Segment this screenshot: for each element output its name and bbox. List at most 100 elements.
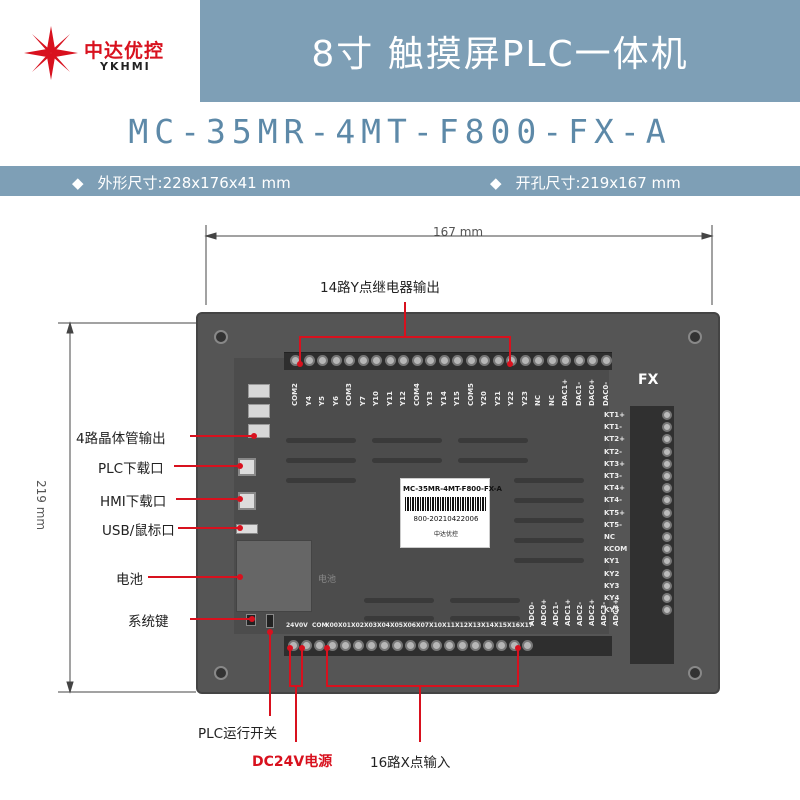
terminal-screw — [470, 640, 481, 651]
device-rear-panel: 电池 MC-35MR-4MT-F800-FX-A 800-20210422006… — [196, 312, 720, 694]
callout-battery: 电池 — [116, 572, 143, 588]
diamond-bullet-icon: ◆ — [72, 174, 84, 192]
terminal-label: Y5 — [318, 396, 326, 406]
terminal-screw — [353, 640, 364, 651]
terminal-screw — [290, 355, 301, 366]
outline-dimension: ◆外形尺寸:228x176x41 mm — [72, 172, 291, 193]
vent-slot — [450, 616, 520, 621]
terminal-label: Y21 — [493, 391, 502, 406]
terminal-label: DAC0- — [601, 381, 610, 406]
plc-download-port[interactable] — [238, 458, 256, 476]
terminal-label: COM2 — [291, 383, 299, 406]
vent-slot — [286, 478, 356, 483]
callout-system-key: 系统键 — [128, 614, 169, 630]
screw-icon — [688, 330, 702, 344]
vent-slot — [514, 558, 584, 563]
terminal-screw — [288, 640, 299, 651]
diamond-bullet-icon: ◆ — [490, 174, 502, 192]
usb-mouse-port[interactable] — [236, 524, 258, 534]
terminal-screw — [662, 605, 672, 616]
terminal-screw — [465, 355, 477, 366]
terminal-screw — [479, 355, 490, 366]
vent-slot — [514, 498, 584, 503]
terminal-screw — [398, 355, 409, 366]
sticker-brand: 中达优控 — [433, 531, 458, 538]
terminal-screw — [662, 580, 672, 591]
terminal-label: ADC2+ — [588, 598, 596, 626]
terminal-label: X12 — [455, 622, 468, 629]
terminal-label: COM5 — [466, 383, 475, 406]
terminal-screw — [662, 446, 672, 457]
model-number: MC-35MR-4MT-F800-FX-A — [128, 112, 672, 151]
terminal-label: X16 — [507, 622, 520, 629]
terminal-label: 0V — [299, 622, 308, 629]
terminal-label: DAC0+ — [588, 378, 596, 406]
vent-slot — [514, 538, 584, 543]
terminal-screw — [662, 422, 672, 433]
terminal-label: X11 — [442, 622, 455, 629]
terminal-label: X01 — [338, 622, 351, 629]
terminal-label: X14 — [481, 622, 494, 629]
terminal-screw — [546, 355, 558, 366]
terminal-screw — [533, 355, 544, 366]
terminal-screw — [405, 640, 416, 651]
terminal-label: X13 — [468, 622, 481, 629]
terminal-screw — [431, 640, 442, 651]
terminal-label: KT2- — [604, 447, 622, 456]
terminal-screw — [662, 458, 672, 469]
terminal-screw — [301, 640, 312, 651]
system-key[interactable] — [246, 614, 256, 626]
terminal-label: COM — [312, 622, 328, 629]
terminal-label: NC — [534, 395, 542, 406]
terminal-screw — [357, 355, 369, 366]
vent-slot — [372, 438, 442, 443]
terminal-label: DAC1+ — [561, 378, 569, 406]
vent-slot — [364, 616, 434, 621]
terminal-screw — [303, 355, 315, 366]
terminal-screw — [662, 507, 672, 518]
vent-slot — [458, 438, 528, 443]
terminal-label: Y15 — [453, 391, 461, 406]
terminal-screw — [662, 556, 672, 567]
terminal-label: ADC1- — [552, 601, 560, 626]
hmi-download-port[interactable] — [238, 492, 256, 510]
terminal-label: COM4 — [412, 383, 421, 406]
callout-relay-output: 14路Y点继电器输出 — [320, 280, 440, 296]
barcode — [405, 497, 487, 511]
terminal-label: Y13 — [426, 391, 434, 406]
terminal-label: KT3- — [604, 472, 622, 480]
terminal-label: KT5- — [604, 520, 622, 529]
terminal-screw — [492, 355, 504, 366]
page-title: 8寸 触摸屏PLC一体机 — [311, 34, 689, 75]
terminal-label: Y20 — [480, 391, 488, 406]
terminal-label: Y23 — [520, 391, 529, 406]
terminal-label: KT4+ — [604, 484, 625, 493]
callout-plc-download: PLC下载口 — [98, 461, 164, 477]
terminal-screw — [560, 355, 571, 366]
terminal-screw — [483, 640, 494, 651]
terminal-label: X10 — [429, 622, 442, 629]
terminal-screw — [662, 568, 672, 579]
terminal-screw — [371, 355, 382, 366]
connector-jst — [248, 384, 270, 398]
width-measure-label: 167 mm — [433, 225, 484, 239]
terminal-label: KY1 — [604, 557, 620, 566]
terminal-label: X00 — [325, 622, 338, 629]
terminal-screw — [384, 355, 396, 366]
vent-slot — [450, 598, 520, 603]
terminal-screw — [411, 355, 423, 366]
terminal-label: Y11 — [385, 391, 394, 406]
terminal-screw — [573, 355, 585, 366]
terminal-screw — [662, 544, 672, 555]
terminal-label: X17 — [520, 622, 533, 629]
terminal-label: Y6 — [331, 396, 340, 406]
vent-slot — [514, 478, 584, 483]
terminal-label: KY2 — [604, 569, 620, 578]
terminal-screw — [392, 640, 403, 651]
terminal-screw — [662, 532, 672, 542]
plc-run-switch[interactable] — [266, 614, 274, 628]
terminal-screw — [457, 640, 468, 651]
callout-transistor-output: 4路晶体管输出 — [76, 431, 166, 447]
terminal-label: DAC1- — [574, 381, 583, 406]
terminal-label: KT1- — [604, 423, 622, 432]
